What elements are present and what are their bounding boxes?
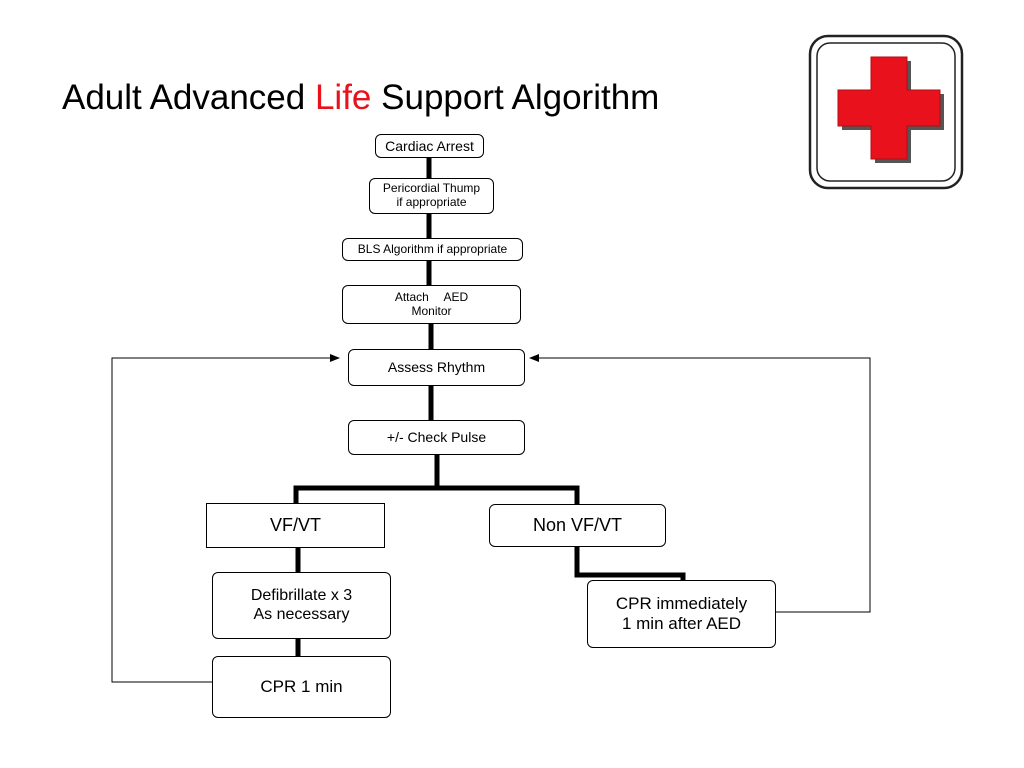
step-vf-vt-label: VF/VT bbox=[269, 515, 321, 536]
step-check-pulse-label: +/- Check Pulse bbox=[386, 429, 487, 446]
step-bls-label: BLS Algorithm if appropriate bbox=[357, 241, 508, 256]
step-check-pulse: +/- Check Pulse bbox=[348, 420, 525, 455]
step-cardiac-arrest: Cardiac Arrest bbox=[375, 134, 484, 158]
step-thump-line-2: if appropriate bbox=[396, 195, 467, 209]
step-attach-line-2: Monitor bbox=[411, 303, 452, 318]
title-part-1: Adult Advanced bbox=[62, 78, 315, 117]
step-pericordial-thump: Pericordial Thump if appropriate bbox=[369, 178, 494, 214]
step-non-vf-vt-label: Non VF/VT bbox=[532, 515, 623, 536]
step-cpr-1-min-label: CPR 1 min bbox=[260, 677, 343, 697]
step-cpr-immediately: CPR immediately 1 min after AED bbox=[587, 580, 776, 648]
page-title: Adult Advanced Life Support Algorithm bbox=[62, 74, 659, 122]
step-thump-line-1: Pericordial Thump bbox=[382, 181, 481, 196]
loop-left-return-arrow bbox=[111, 354, 340, 683]
step-vf-vt: VF/VT bbox=[206, 503, 385, 548]
step-cpr-immediate-line-2: 1 min after AED bbox=[621, 614, 742, 633]
step-cpr-1-min: CPR 1 min bbox=[212, 656, 391, 718]
step-bls-algorithm: BLS Algorithm if appropriate bbox=[342, 238, 523, 261]
step-defibrillate: Defibrillate x 3 As necessary bbox=[212, 572, 391, 639]
title-part-2: Support Algorithm bbox=[371, 78, 660, 117]
step-defib-line-1: Defibrillate x 3 bbox=[250, 587, 353, 605]
step-cpr-immediate-line-1: CPR immediately bbox=[615, 594, 748, 614]
step-defib-line-2: As necessary bbox=[253, 605, 350, 623]
step-non-vf-vt: Non VF/VT bbox=[489, 504, 666, 547]
red-cross-icon bbox=[808, 34, 964, 190]
connector-nonvfvt-to-cpr-immediate bbox=[574, 546, 686, 582]
connector-branch-split bbox=[293, 485, 580, 506]
step-cardiac-arrest-label: Cardiac Arrest bbox=[385, 137, 474, 154]
step-attach-line-1: Attach AED bbox=[394, 289, 469, 304]
step-attach-aed-monitor: Attach AED Monitor bbox=[342, 285, 521, 324]
step-assess-rhythm-label: Assess Rhythm bbox=[387, 359, 486, 376]
loop-right-return-arrow bbox=[529, 354, 871, 613]
title-highlight-life: Life bbox=[314, 78, 372, 117]
step-assess-rhythm: Assess Rhythm bbox=[348, 349, 525, 386]
